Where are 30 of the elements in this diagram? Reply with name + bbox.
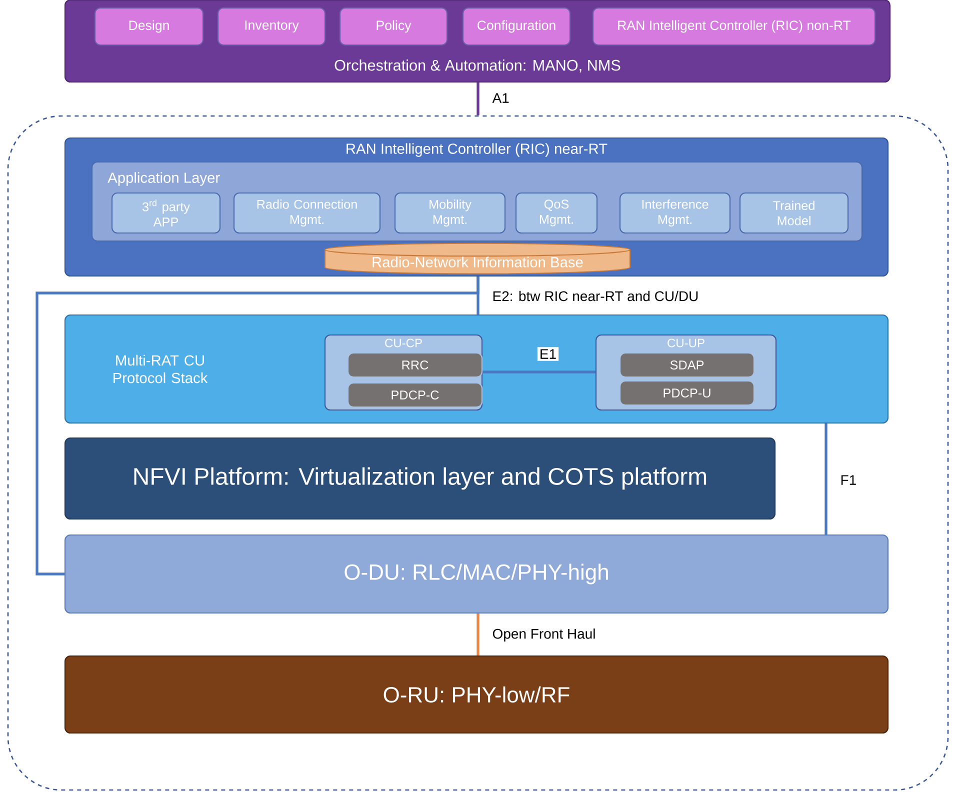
app-box: Trained Model: [739, 192, 849, 234]
connector-line: [824, 424, 828, 534]
edge-label: A1: [490, 91, 512, 105]
protocol-layer-box: RRC: [347, 352, 483, 378]
connector-line: [482, 370, 596, 374]
app-box: Interference Mgmt.: [619, 192, 731, 234]
ru-box: O-RU: PHY-low/RF: [64, 655, 889, 734]
app-box: Radio Connection Mgmt.: [233, 192, 381, 234]
connector-line: [476, 82, 480, 116]
edge-label: E2: btw RIC near-RT and CU/DU: [490, 288, 701, 304]
app-box: Mobility Mgmt.: [394, 192, 506, 234]
function-box: RAN Intelligent Controller (RIC) non-RT: [592, 7, 876, 46]
du-box: O-DU: RLC/MAC/PHY-high: [64, 534, 889, 614]
function-box: Policy: [339, 7, 448, 46]
app-box: QoS Mgmt.: [515, 192, 598, 234]
function-box: Design: [94, 7, 204, 46]
connector-line: [36, 276, 480, 576]
function-box: Inventory: [217, 7, 326, 46]
platform-box: NFVI Platform: Virtualization layer and COTS platform: [64, 437, 776, 520]
function-box: Configuration: [462, 7, 571, 46]
protocol-layer-box: SDAP: [619, 352, 755, 378]
edge-label: F1: [838, 473, 859, 487]
protocol-layer-box: PDCP-U: [619, 380, 755, 406]
app-box: 3$^{rd}$ party APP: [111, 192, 221, 234]
database-cylinder: Radio-Network Information Base: [324, 242, 631, 274]
connector-line: [476, 614, 480, 656]
edge-label: Open Front Haul: [490, 626, 598, 644]
edge-label: E1: [537, 347, 559, 361]
protocol-layer-box: PDCP-C: [347, 382, 483, 408]
boundary-frame: [7, 115, 949, 791]
